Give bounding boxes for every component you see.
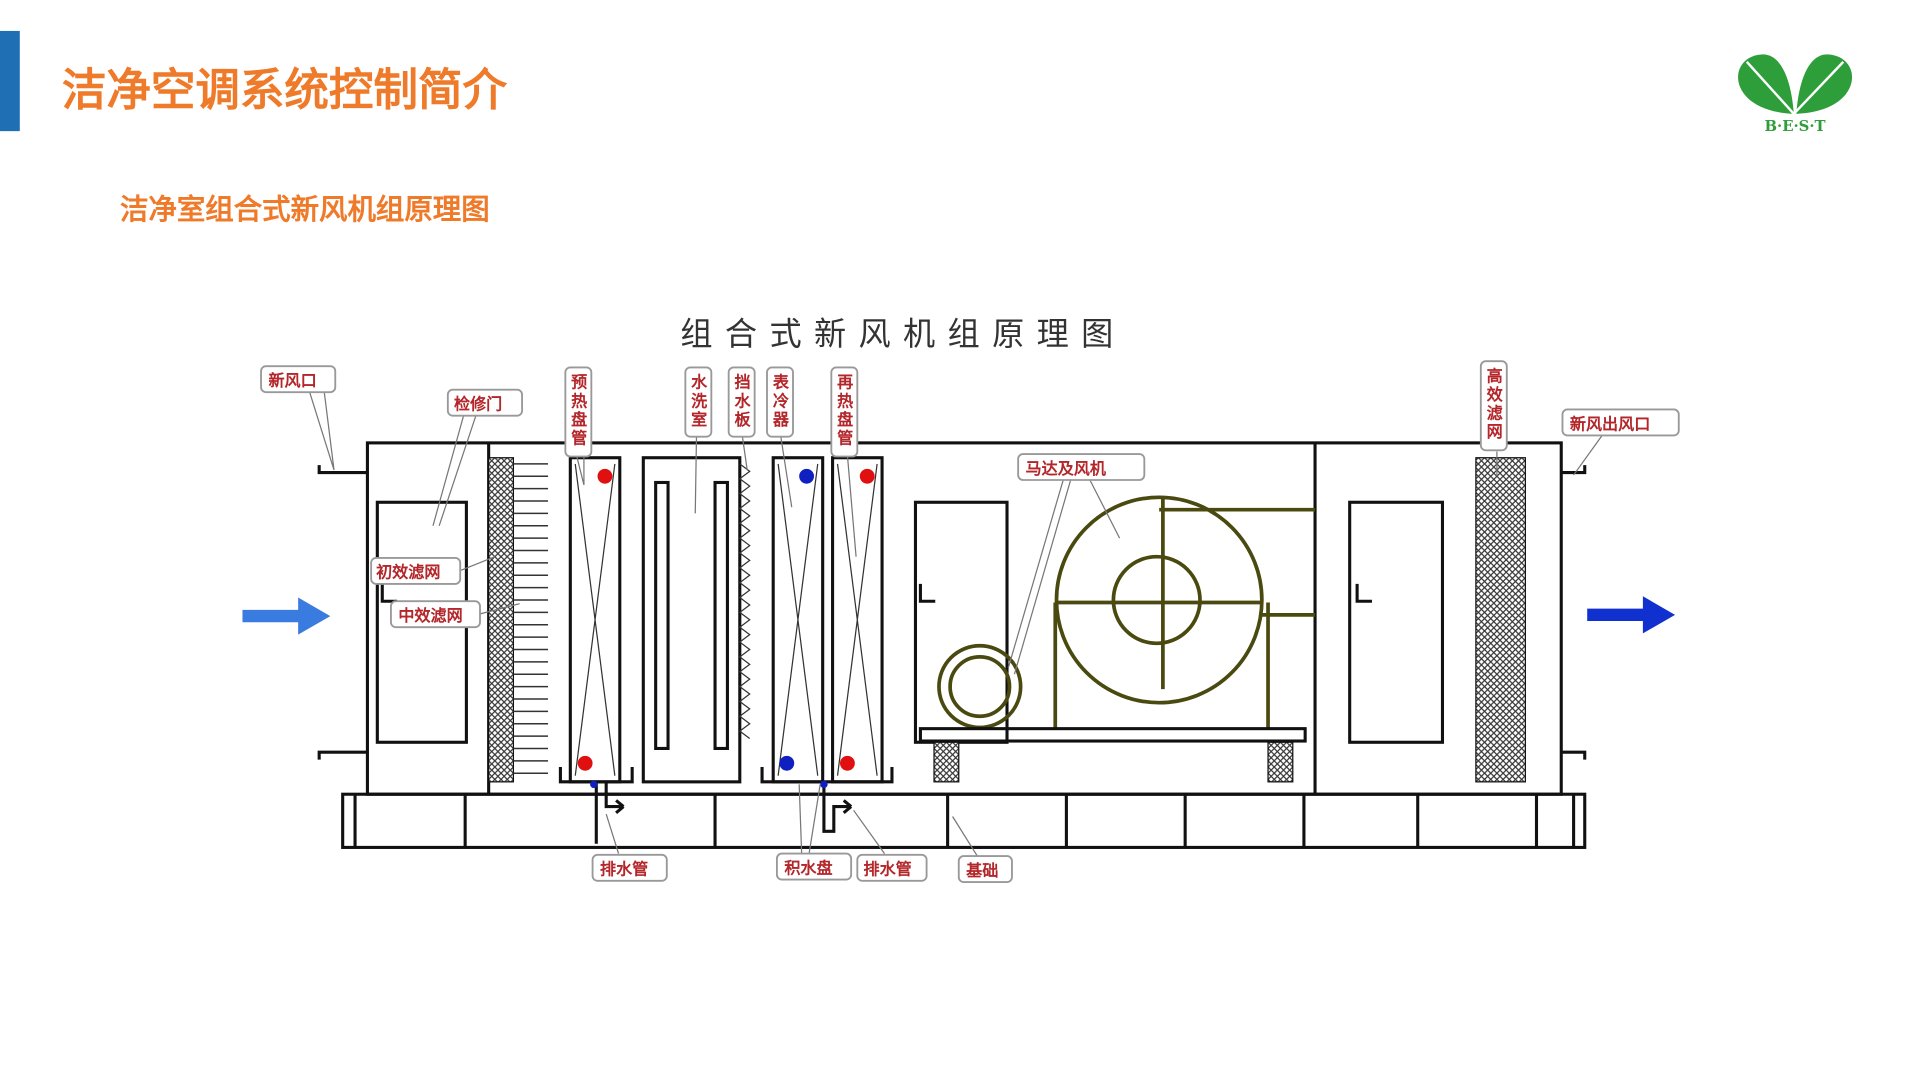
svg-text:表冷器: 表冷器: [770, 373, 790, 430]
svg-text:排水管: 排水管: [864, 860, 912, 879]
label-surface-cooler: 表冷器: [766, 366, 794, 438]
svg-text:排水管: 排水管: [600, 860, 648, 879]
svg-text:高效滤网: 高效滤网: [1484, 367, 1503, 442]
page-subtitle: 洁净室组合式新风机组原理图: [120, 193, 490, 226]
svg-text:B·E·S·T: B·E·S·T: [1765, 118, 1826, 135]
svg-text:预热盘管: 预热盘管: [568, 374, 587, 448]
label-reheat-coil: 再热盘管: [830, 366, 859, 458]
label-primary-filter: 初效滤网: [370, 557, 462, 585]
label-foundation: 基础: [957, 855, 1013, 883]
label-drip-pan: 积水盘: [775, 852, 853, 881]
air-inlet-arrow: [242, 597, 331, 635]
label-fresh-air-outlet: 新风出风口: [1561, 408, 1680, 437]
svg-text:积水盘: 积水盘: [784, 858, 832, 877]
label-fresh-air-inlet: 新风口: [260, 365, 337, 394]
surface-cooler-graphic: [771, 456, 825, 784]
page-title: 洁净空调系统控制简介: [62, 64, 508, 116]
label-medium-filter: 中效滤网: [390, 600, 481, 629]
svg-text:新风口: 新风口: [268, 371, 316, 390]
water-wash-graphic: [641, 456, 751, 784]
reheat-coil-graphic: [760, 456, 894, 784]
svg-text:中效滤网: 中效滤网: [398, 606, 462, 625]
label-hepa-filter: 高效滤网: [1479, 360, 1508, 452]
svg-text:再热盘管: 再热盘管: [834, 374, 853, 448]
label-eliminator: 挡水板: [727, 366, 756, 438]
air-handling-unit: [317, 441, 1587, 849]
best-logo: B·E·S·T: [1738, 54, 1853, 135]
svg-text:检修门: 检修门: [454, 394, 502, 413]
svg-text:基础: 基础: [966, 861, 998, 880]
svg-text:挡水板: 挡水板: [732, 373, 751, 430]
svg-text:初效滤网: 初效滤网: [376, 563, 440, 582]
label-motor-fan: 马达及风机: [1017, 453, 1146, 481]
label-water-wash: 水洗室: [684, 366, 713, 438]
svg-text:水洗室: 水洗室: [688, 373, 707, 430]
label-preheat-coil: 预热盘管: [564, 366, 593, 458]
label-drain-pipe-2: 排水管: [856, 853, 928, 882]
svg-text:新风出风口: 新风出风口: [1570, 414, 1650, 433]
svg-text:马达及风机: 马达及风机: [1026, 459, 1107, 478]
fan-graphic: [937, 495, 1316, 730]
accent-bar: [0, 30, 20, 132]
diagram-title: 组合式新风机组原理图: [680, 315, 1125, 353]
air-outlet-arrow: [1587, 596, 1676, 634]
label-access-door: 检修门: [446, 388, 523, 417]
preheat-coil-graphic: [558, 456, 634, 784]
label-drain-pipe-1: 排水管: [591, 853, 668, 882]
